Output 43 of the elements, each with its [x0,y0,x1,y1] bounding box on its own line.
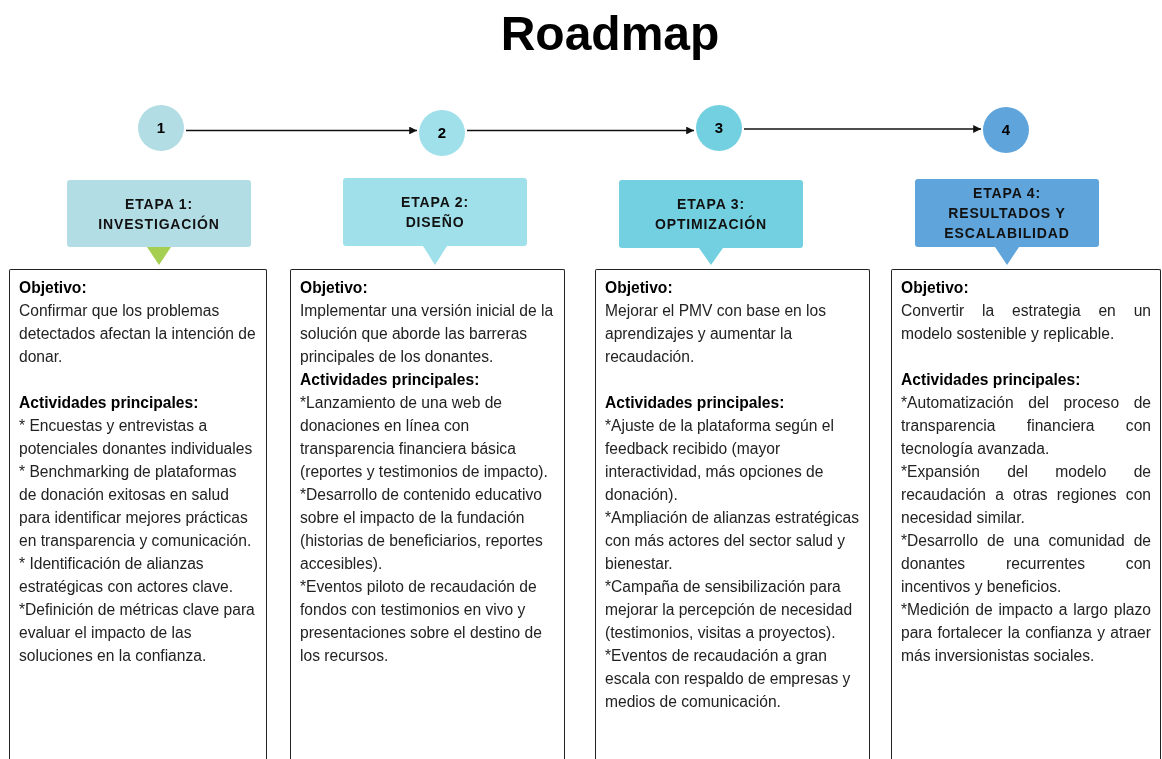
objective-text: Confirmar que los problemas detectados afectan la intención de donar. [19,301,257,367]
activity-item: *Campaña de sensibilización para mejorar la percepción de necesidad (testimonios, visitas a proyectos). [605,577,854,643]
activity-item: *Ajuste de la plataforma según el feedback recibido (mayor interactividad, más opciones de donación). [605,416,835,505]
stage-header: ETAPA 2: DISEÑO [343,178,527,246]
stage-header: ETAPA 3: OPTIMIZACIÓN [619,180,803,248]
activity-item: *Ampliación de alianzas estratégicas con más actores del sector salud y bienestar. [605,508,860,574]
title: Roadmap [499,6,721,62]
section-heading: Actividades principales: [300,370,481,390]
section-heading: Objetivo: [605,278,674,298]
activity-item: *Automatización del proceso de transparencia financiera con tecnología avanzada. [901,393,1151,459]
activity-item: *Expansión del modelo de recaudación a otras regiones con necesidad similar. [901,462,1151,528]
section-heading: Actividades principales: [605,393,786,413]
arrow [466,126,695,135]
activity-item: *Definición de métricas clave para evaluar el impacto de las soluciones en la confianza. [19,600,256,666]
pointer-arrow [147,247,171,265]
section-heading: Objetivo: [300,278,369,298]
pointer-arrow [699,248,723,265]
section-heading: Actividades principales: [19,393,200,413]
section-heading: Objetivo: [901,278,970,298]
stage-header: ETAPA 4: RESULTADOS Y ESCALABILIDAD [915,179,1099,247]
content-card [9,269,267,759]
activity-item: *Lanzamiento de una web de donaciones en línea con transparencia financiera básica (reportes y testimonios de impacto). [300,393,549,482]
activity-item: *Eventos de recaudación a gran escala con respaldo de empresas y medios de comunicación. [605,646,852,712]
section-heading: Objetivo: [19,278,88,298]
arrow [185,126,418,135]
objective-text: Convertir la estrategia en un modelo sostenible y replicable. [901,301,1151,344]
stage-header: ETAPA 1: INVESTIGACIÓN [67,180,251,247]
objective-text: Implementar una versión inicial de la solución que aborde las barreras principales de los donantes. [300,301,555,367]
content-card [891,269,1161,759]
activity-item: *Eventos piloto de recaudación de fondos con testimonios en vivo y presentaciones sobre el destino de los recursos. [300,577,543,666]
content-card [595,269,870,759]
pointer-arrow [423,246,447,265]
objective-text: Mejorar el PMV con base en los aprendizajes y aumentar la recaudación. [605,301,827,367]
activity-item: *Desarrollo de contenido educativo sobre el impacto de la fundación (historias de beneficiarios, reportes accesibles). [300,485,544,574]
activity-item: *Desarrollo de una comunidad de donantes recurrentes con incentivos y beneficios. [901,531,1151,597]
pointer-arrow [995,247,1019,265]
section-heading: Actividades principales: [901,370,1082,390]
activity-item: *Medición de impacto a largo plazo para fortalecer la confianza y atraer más inversionistas sociales. [901,600,1151,666]
content-card [290,269,565,759]
activity-item: * Benchmarking de plataformas de donación exitosas en salud para identificar mejores prácticas en transparencia y comunicación. [19,462,253,551]
arrow [743,125,982,133]
activity-item: * Encuestas y entrevistas a potenciales donantes individuales [19,416,254,459]
activity-item: * Identificación de alianzas estratégicas con actores clave. [19,554,235,597]
